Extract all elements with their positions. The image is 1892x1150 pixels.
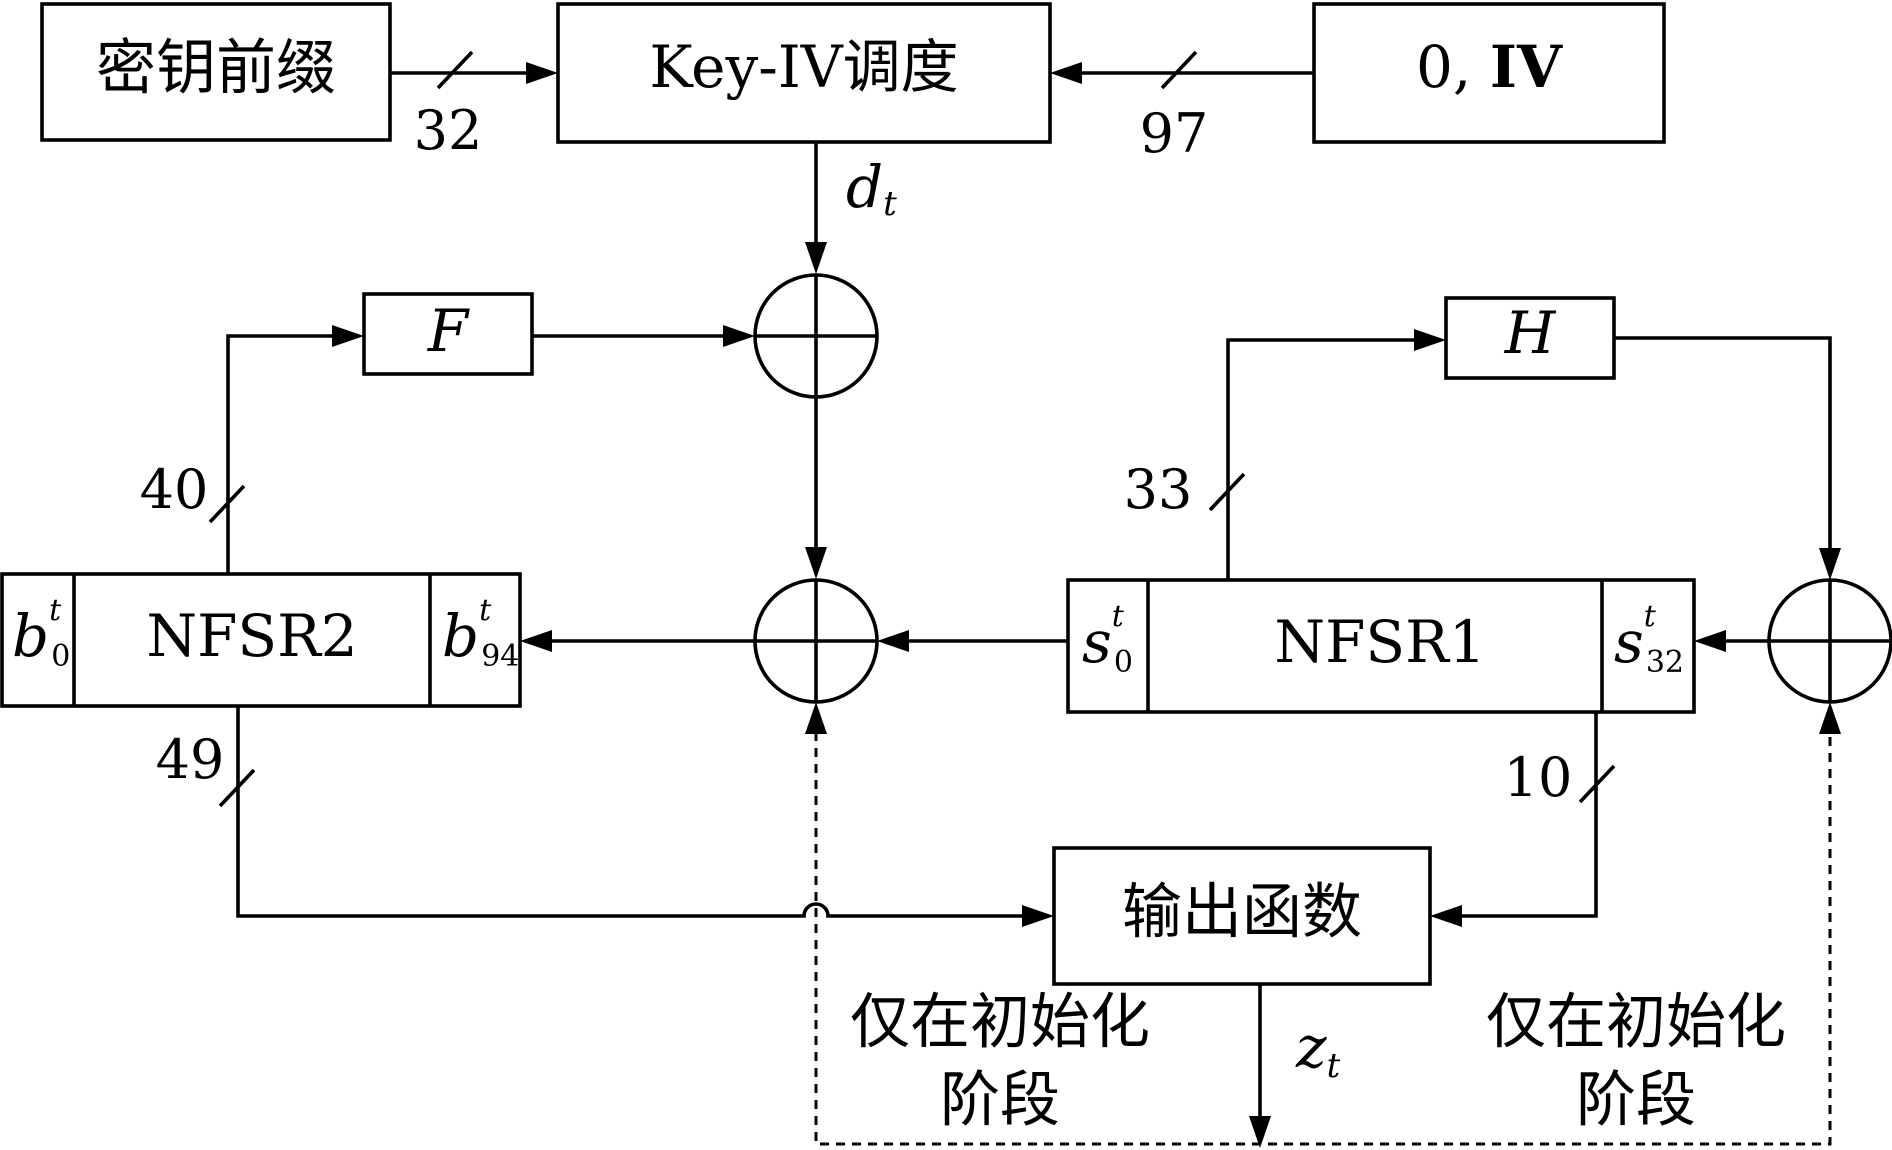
s0-sup: t [1112, 599, 1125, 634]
nfsr2-to-output-width-tick [218, 768, 256, 808]
key-prefix-box [40, 2, 392, 142]
output-function-box [1052, 846, 1432, 986]
iv-text: IV [1490, 33, 1563, 101]
h-to-xor-arrowhead [1819, 548, 1841, 580]
init-only-note-left-line2: 阶段 [940, 1066, 1060, 1136]
nfsr1-label: NFSR1 [1274, 608, 1485, 676]
nfsr1-to-output-line [1458, 712, 1598, 918]
key-prefix-label: 密钥前缀 [96, 34, 336, 104]
key-iv-schedule-box [556, 2, 1052, 144]
init-only-note-right-line2: 阶段 [1576, 1066, 1696, 1136]
nfsr2-to-output-line [236, 706, 1026, 918]
b94-base: b [442, 602, 479, 670]
h-box [1444, 296, 1616, 380]
nfsr2-to-f-line [226, 334, 336, 574]
nfsr1-cell-s0: st 0 [1082, 599, 1133, 680]
dt-label: dt [846, 153, 897, 224]
b94-sup: t [479, 593, 492, 628]
s32-sub: 32 [1646, 645, 1684, 680]
nfsr2-cell-b94: bt 94 [442, 593, 519, 674]
output-function-label: 输出函数 [1122, 878, 1362, 948]
dt-base: d [846, 153, 883, 221]
b0-sup: t [49, 593, 62, 628]
nfsr2-to-f-width-label: 40 [140, 458, 209, 521]
iv-arrowhead [1050, 62, 1082, 84]
iv-width-label: 97 [1140, 102, 1209, 165]
init-only-note-right-line1: 仅在初始化 [1486, 988, 1786, 1058]
h-label: H [1504, 299, 1557, 367]
nfsr1-register [1066, 578, 1696, 714]
zero-text: 0, [1416, 33, 1490, 101]
f-to-xor-arrowhead [723, 325, 755, 347]
s32-base: s [1614, 608, 1644, 676]
h-to-xor-line [1614, 336, 1832, 550]
nfsr2-to-output-arrowhead [1022, 905, 1054, 927]
xor-to-nfsr2-arrowhead [520, 630, 552, 652]
s0-sub: 0 [1114, 645, 1133, 680]
zero-iv-box [1312, 2, 1666, 144]
zt-sub: t [1327, 1046, 1341, 1086]
b0-base: b [12, 602, 49, 670]
s32-sup: t [1644, 599, 1657, 634]
nfsr1-to-output-arrowhead [1430, 905, 1462, 927]
b94-sub: 94 [481, 639, 519, 674]
dt-arrowhead [805, 242, 827, 274]
b0-sub: 0 [51, 639, 70, 674]
iv-width-tick [1160, 50, 1198, 90]
nfsr2-to-f-arrowhead [332, 325, 364, 347]
nfsr1-to-output-width-tick [1578, 764, 1616, 804]
nfsr1-to-h-arrowhead [1414, 329, 1446, 351]
init-feedback-left-arrowhead [805, 702, 827, 734]
nfsr1-cell-s32: st 32 [1614, 599, 1684, 680]
nfsr1-to-xor-arrowhead [877, 630, 909, 652]
nfsr1-to-output-width-label: 10 [1504, 746, 1573, 809]
zt-arrowhead [1249, 1116, 1271, 1148]
key-prefix-width-tick [436, 50, 474, 90]
f-label: F [427, 297, 470, 365]
nfsr2-to-output-width-label: 49 [156, 728, 225, 791]
init-feedback-dashed-line [814, 732, 1832, 1146]
init-only-note-left-line1: 仅在初始化 [850, 988, 1150, 1058]
nfsr2-register [0, 572, 522, 708]
dt-sub: t [883, 184, 897, 224]
nfsr1-to-h-width-tick [1208, 472, 1246, 512]
nfsr1-to-h-line [1226, 338, 1418, 580]
f-box [362, 292, 534, 376]
xor-right-to-nfsr1-arrowhead [1694, 630, 1726, 652]
nfsr2-to-f-width-tick [208, 484, 246, 524]
s0-base: s [1082, 608, 1112, 676]
zero-iv-label: 0, IV [1416, 33, 1563, 101]
init-feedback-right-arrowhead [1819, 702, 1841, 734]
key-iv-schedule-label: Key-IV调度 [649, 33, 958, 101]
zt-label: zt [1295, 1013, 1341, 1086]
key-prefix-arrowhead [526, 62, 558, 84]
xor-top-to-mid-arrowhead [805, 547, 827, 579]
nfsr2-label: NFSR2 [146, 602, 357, 670]
zt-base: z [1295, 1013, 1327, 1081]
nfsr2-cell-b0: bt 0 [12, 593, 70, 674]
nfsr1-to-h-width-label: 33 [1124, 458, 1193, 521]
key-prefix-width-label: 32 [414, 99, 483, 162]
